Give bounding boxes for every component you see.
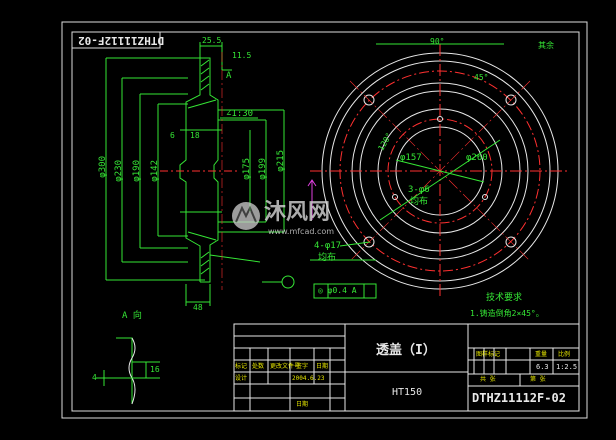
tb-r1-c5: 日期 — [316, 363, 329, 370]
ucs-arrow — [307, 179, 317, 220]
dim-48: 48 — [193, 303, 203, 312]
watermark-url: www.mfcad.com — [268, 227, 335, 236]
tb-mark-head: 图样标记 — [476, 351, 501, 358]
drawing-code-rotated: DTHZ11112F-02 — [78, 34, 165, 47]
material: HT150 — [392, 387, 423, 398]
dim-d260: φ260 — [466, 153, 488, 163]
title-block-lines — [233, 323, 580, 412]
bolt-hole — [505, 94, 517, 106]
detail-dim-4: 4 — [92, 373, 97, 382]
tb-design-label: 设计 — [235, 375, 248, 382]
mark-a: A — [226, 71, 232, 81]
tb-approve-label: 日期 — [296, 401, 309, 408]
tb-sheet-no: 第 张 — [530, 376, 546, 383]
dim-even-1: 均布 — [410, 197, 429, 207]
tb-sheets-total: 共 张 — [480, 376, 496, 383]
dim-d215: φ215 — [276, 150, 286, 172]
dim-angle: ∠1:30 — [226, 109, 254, 119]
detail-a — [96, 337, 160, 405]
tb-r1-c1: 标记 — [235, 363, 248, 370]
dim-d300: φ300 — [98, 156, 108, 178]
dim-holes-4: 4-φ17 — [314, 241, 342, 251]
detail-a-label: A 向 — [122, 311, 142, 321]
small-hole — [392, 194, 398, 200]
dim-angle-90: 90° — [430, 37, 445, 46]
bolt-hole — [505, 236, 517, 248]
dim-d175: φ175 — [242, 158, 252, 180]
small-hole — [437, 116, 443, 122]
outer-border — [61, 21, 588, 419]
dim-angle-45: 45° — [474, 73, 489, 82]
watermark-logo — [232, 202, 260, 230]
tb-r1-c2: 处数 — [252, 363, 265, 370]
tech-requirements-title: 技术要求 — [486, 293, 523, 303]
dim-d230: φ230 — [114, 160, 124, 182]
dim-d199: φ199 — [258, 158, 268, 180]
tb-design-date: 2004.6.23 — [292, 375, 325, 382]
tech-requirements-note: 1.铸造倒角2×45°。 — [470, 309, 544, 318]
tb-scale-head: 比例 — [558, 351, 571, 358]
tb-sheet-value: 6.3 — [536, 363, 549, 371]
dim-top-width: 25.5 — [202, 36, 222, 45]
dim-d157: φ157 — [400, 153, 422, 163]
dim-even-2: 均布 — [318, 253, 337, 263]
tb-r1-c3: 更改文件号 — [270, 363, 301, 370]
dim-holes-3: 3-φ6 — [408, 185, 430, 195]
small-hole — [482, 194, 488, 200]
dim-top-tol: 11.5 — [232, 51, 252, 60]
tb-scale-value: 1:2.5 — [556, 363, 578, 371]
tolerance-frame-text: ◎ φ0.4 A — [318, 286, 357, 295]
dim-18: 18 — [190, 131, 200, 140]
bolt-hole — [363, 94, 375, 106]
tb-r1-c4: 签字 — [296, 363, 309, 370]
bolt-hole — [363, 236, 375, 248]
detail-dim-16: 16 — [150, 365, 160, 374]
corner-roughness-note: 其余 — [538, 41, 554, 50]
drawing-code: DTHZ11112F-02 — [472, 391, 566, 405]
watermark-brand: 沐风网 — [264, 200, 331, 225]
tb-weight-head: 重量 — [535, 351, 548, 358]
dim-6: 6 — [170, 131, 175, 140]
dim-d190: φ190 — [132, 160, 142, 182]
dim-d142: φ142 — [150, 160, 160, 182]
front-view — [310, 43, 570, 299]
part-name: 透盖（I） — [376, 343, 436, 358]
